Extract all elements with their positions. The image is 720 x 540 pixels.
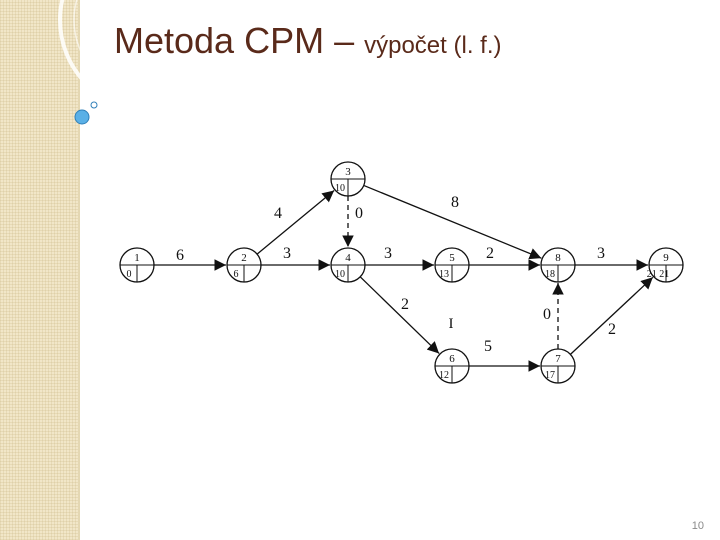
- edge-label-5-8: 2: [486, 245, 494, 262]
- node-8-early-time: 18: [545, 269, 555, 280]
- node-7-early-time: 17: [545, 370, 555, 381]
- edge-label-4-5: 3: [384, 245, 392, 262]
- node-3-number: 3: [345, 166, 351, 178]
- edge-label-3-8: 8: [451, 194, 459, 211]
- node-5-number: 5: [449, 252, 455, 264]
- edge-label-4-6: 2: [401, 296, 409, 313]
- node-7-number: 7: [555, 353, 561, 365]
- node-9: 9 21 21: [647, 248, 683, 282]
- node-7: 717: [541, 349, 575, 383]
- page-number: 10: [692, 520, 704, 532]
- node-8: 818: [541, 248, 575, 282]
- node-2: 26: [227, 248, 261, 282]
- slide-title: Metoda CPM – výpočet (l. f.): [114, 20, 501, 62]
- edge-4-6: [360, 277, 439, 354]
- node-6: 612: [435, 349, 469, 383]
- edge-label-1-2: 6: [176, 247, 184, 264]
- edge-2-3: [257, 190, 334, 254]
- slide-title-main: Metoda CPM –: [114, 20, 364, 61]
- edge-label-3-4: 0: [355, 205, 363, 222]
- edge-label-2-4: 3: [283, 245, 291, 262]
- edge-label-7-9: 2: [608, 321, 616, 338]
- node-9-early-time: 21 21: [647, 269, 670, 280]
- node-9-number: 9: [663, 252, 669, 264]
- node-5: 513: [435, 248, 469, 282]
- edge-label-6-7: 5: [484, 338, 492, 355]
- node-8-number: 8: [555, 252, 561, 264]
- node-3: 310: [331, 162, 365, 196]
- node-4-number: 4: [345, 252, 351, 264]
- blue-dot-large: [75, 110, 89, 124]
- blue-dot-small: [91, 102, 97, 108]
- node-6-early-time: 12: [439, 370, 449, 381]
- node-4: 410: [331, 248, 365, 282]
- edge-7-9: [570, 277, 652, 354]
- node-2-early-time: 6: [234, 269, 239, 280]
- edge-label-7-8: 0: [543, 306, 551, 323]
- node-3-early-time: 10: [335, 183, 345, 194]
- edge-label-2-3: 4: [274, 205, 282, 222]
- node-2-number: 2: [241, 252, 247, 264]
- node-1-early-time: 0: [127, 269, 132, 280]
- node-1: 10: [120, 248, 154, 282]
- slide-title-sub: výpočet (l. f.): [364, 32, 501, 59]
- node-6-number: 6: [449, 353, 455, 365]
- edge-label-8-9: 3: [597, 245, 605, 262]
- node-1-number: 1: [134, 252, 140, 264]
- diagram-annotation: I: [449, 316, 454, 332]
- node-5-early-time: 13: [439, 269, 449, 280]
- node-4-early-time: 10: [335, 269, 345, 280]
